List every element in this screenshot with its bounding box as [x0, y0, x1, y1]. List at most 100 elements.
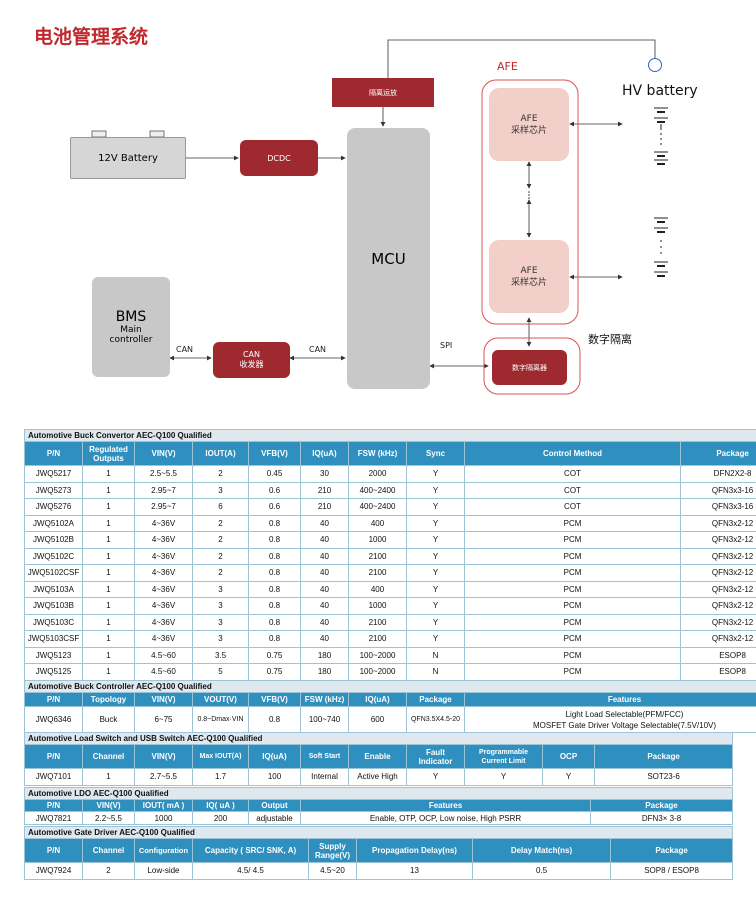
afe-chip-2: AFE 采样芯片 — [489, 240, 569, 313]
th-pn: P/N — [24, 441, 83, 466]
afe-chip-2-name: AFE — [520, 265, 538, 276]
table-cell: 1 — [82, 465, 135, 483]
th-fault: Fault Indicator — [406, 744, 465, 769]
block-diagram — [91, 39, 668, 395]
cell: JWQ7821 — [24, 811, 83, 825]
digital-isolator-label: 数字隔离器 — [512, 363, 547, 372]
table-cell: 2100 — [348, 613, 407, 631]
table-cell: 400 — [348, 514, 407, 532]
table-cell: 2.95~7 — [134, 498, 193, 516]
load-switch-title: Automotive Load Switch and USB Switch AE… — [23, 732, 734, 745]
afe-chip-2-sub: 采样芯片 — [510, 277, 547, 288]
battery-cells-top-icon — [654, 107, 668, 165]
table-cell: QFN3x3-16 — [679, 481, 756, 499]
table-cell: 1 — [82, 646, 135, 664]
table-cell: JWQ5217 — [24, 465, 83, 483]
th-iq: IQ(uA) — [300, 441, 349, 466]
buck-controller-title: Automotive Buck Controller AEC-Q100 Qual… — [23, 680, 756, 693]
table-cell: 4~36V — [134, 580, 193, 598]
afe-chip-1-name: AFE — [520, 113, 538, 124]
ldo-title: Automotive LDO AEC-Q100 Qualified — [23, 787, 734, 800]
table-cell: 180 — [300, 646, 349, 664]
table-cell: Y — [406, 630, 465, 648]
cell: SOP8 / ESOP8 — [609, 862, 734, 880]
th-ocp: OCP — [542, 744, 595, 769]
can-left-label: CAN — [176, 345, 194, 354]
table-cell: PCM — [464, 613, 681, 631]
table-cell: PCM — [464, 514, 681, 532]
th-features: Features — [463, 692, 756, 707]
hv-sense-line — [387, 39, 656, 78]
table-cell: QFN3x2-12 — [679, 597, 756, 615]
cell: 2 — [82, 862, 135, 880]
table-cell: 30 — [300, 465, 349, 483]
digital-isolation-label: 数字隔离 — [588, 333, 632, 346]
table-cell: PCM — [464, 646, 681, 664]
can-transceiver-block: CAN 收发器 — [213, 342, 290, 378]
table-cell: 1000 — [348, 531, 407, 549]
table-cell: JWQ5102A — [24, 514, 83, 532]
cell: Y — [464, 768, 543, 786]
table-cell: 6 — [192, 498, 249, 516]
th-iout: IOUT(A) — [192, 441, 249, 466]
th-current-limit: Programmable Current Limit — [464, 744, 543, 769]
table-cell: 2.95~7 — [134, 481, 193, 499]
table-cell: 400~2400 — [348, 498, 407, 516]
th-max-iout: Max IOUT(A) — [192, 744, 249, 769]
table-cell: 3 — [192, 630, 249, 648]
th-output: Output — [248, 799, 301, 812]
table-cell: 3 — [192, 481, 249, 499]
spi-label: SPI — [440, 341, 453, 350]
cell: 2.7~5.5 — [134, 768, 193, 786]
table-cell: 2 — [192, 547, 249, 565]
battery-12v-label: 12V Battery — [98, 152, 158, 164]
th-configuration: Configuration — [134, 838, 193, 863]
table-cell: 40 — [300, 613, 349, 631]
table-cell: Y — [406, 564, 465, 582]
feature-line-2: MOSFET Gate Driver Voltage Selectable(7.… — [532, 720, 717, 730]
table-cell: 2000 — [348, 465, 407, 483]
table-cell: 1 — [82, 498, 135, 516]
table-cell: PCM — [464, 597, 681, 615]
th-vout: VOUT(V) — [192, 692, 249, 707]
table-cell: 40 — [300, 514, 349, 532]
table-cell: 1 — [82, 663, 135, 681]
table-row: JWQ7101 1 2.7~5.5 1.7 100 Internal Activ… — [24, 768, 734, 786]
th-package: Package — [406, 692, 465, 707]
can-transceiver-line2: 收发器 — [239, 360, 264, 369]
hv-terminal-icon — [648, 58, 662, 72]
th-pn: P/N — [24, 799, 83, 812]
table-cell: 2 — [192, 531, 249, 549]
th-features: Features — [300, 799, 591, 812]
table-cell: Y — [406, 597, 465, 615]
table-cell: PCM — [464, 547, 681, 565]
mcu-label: MCU — [371, 249, 406, 268]
cell: 1000 — [134, 811, 193, 825]
th-outputs: Regulated Outputs — [82, 441, 135, 466]
th-pn: P/N — [24, 744, 83, 769]
table-cell: 0.8 — [248, 597, 301, 615]
th-iout: IOUT( mA ) — [134, 799, 193, 812]
table-cell: 40 — [300, 531, 349, 549]
cell: Low-side — [134, 862, 193, 880]
cell-features: Light Load Selectable(PFM/FCC) MOSFET Ga… — [463, 706, 756, 733]
table-cell: ESOP8 — [679, 663, 756, 681]
table-cell: JWQ5103C — [24, 613, 83, 631]
table-cell: 40 — [300, 580, 349, 598]
table-cell: 1 — [82, 481, 135, 499]
table-cell: 0.6 — [248, 481, 301, 499]
th-pn: P/N — [24, 838, 83, 863]
th-supply: Supply Range(V) — [308, 838, 357, 863]
dcdc-label: DCDC — [267, 153, 291, 163]
th-delay-match: Delay Match(ns) — [472, 838, 611, 863]
table-cell: 210 — [300, 498, 349, 516]
table-cell: Y — [406, 613, 465, 631]
table-cell: 2 — [192, 465, 249, 483]
